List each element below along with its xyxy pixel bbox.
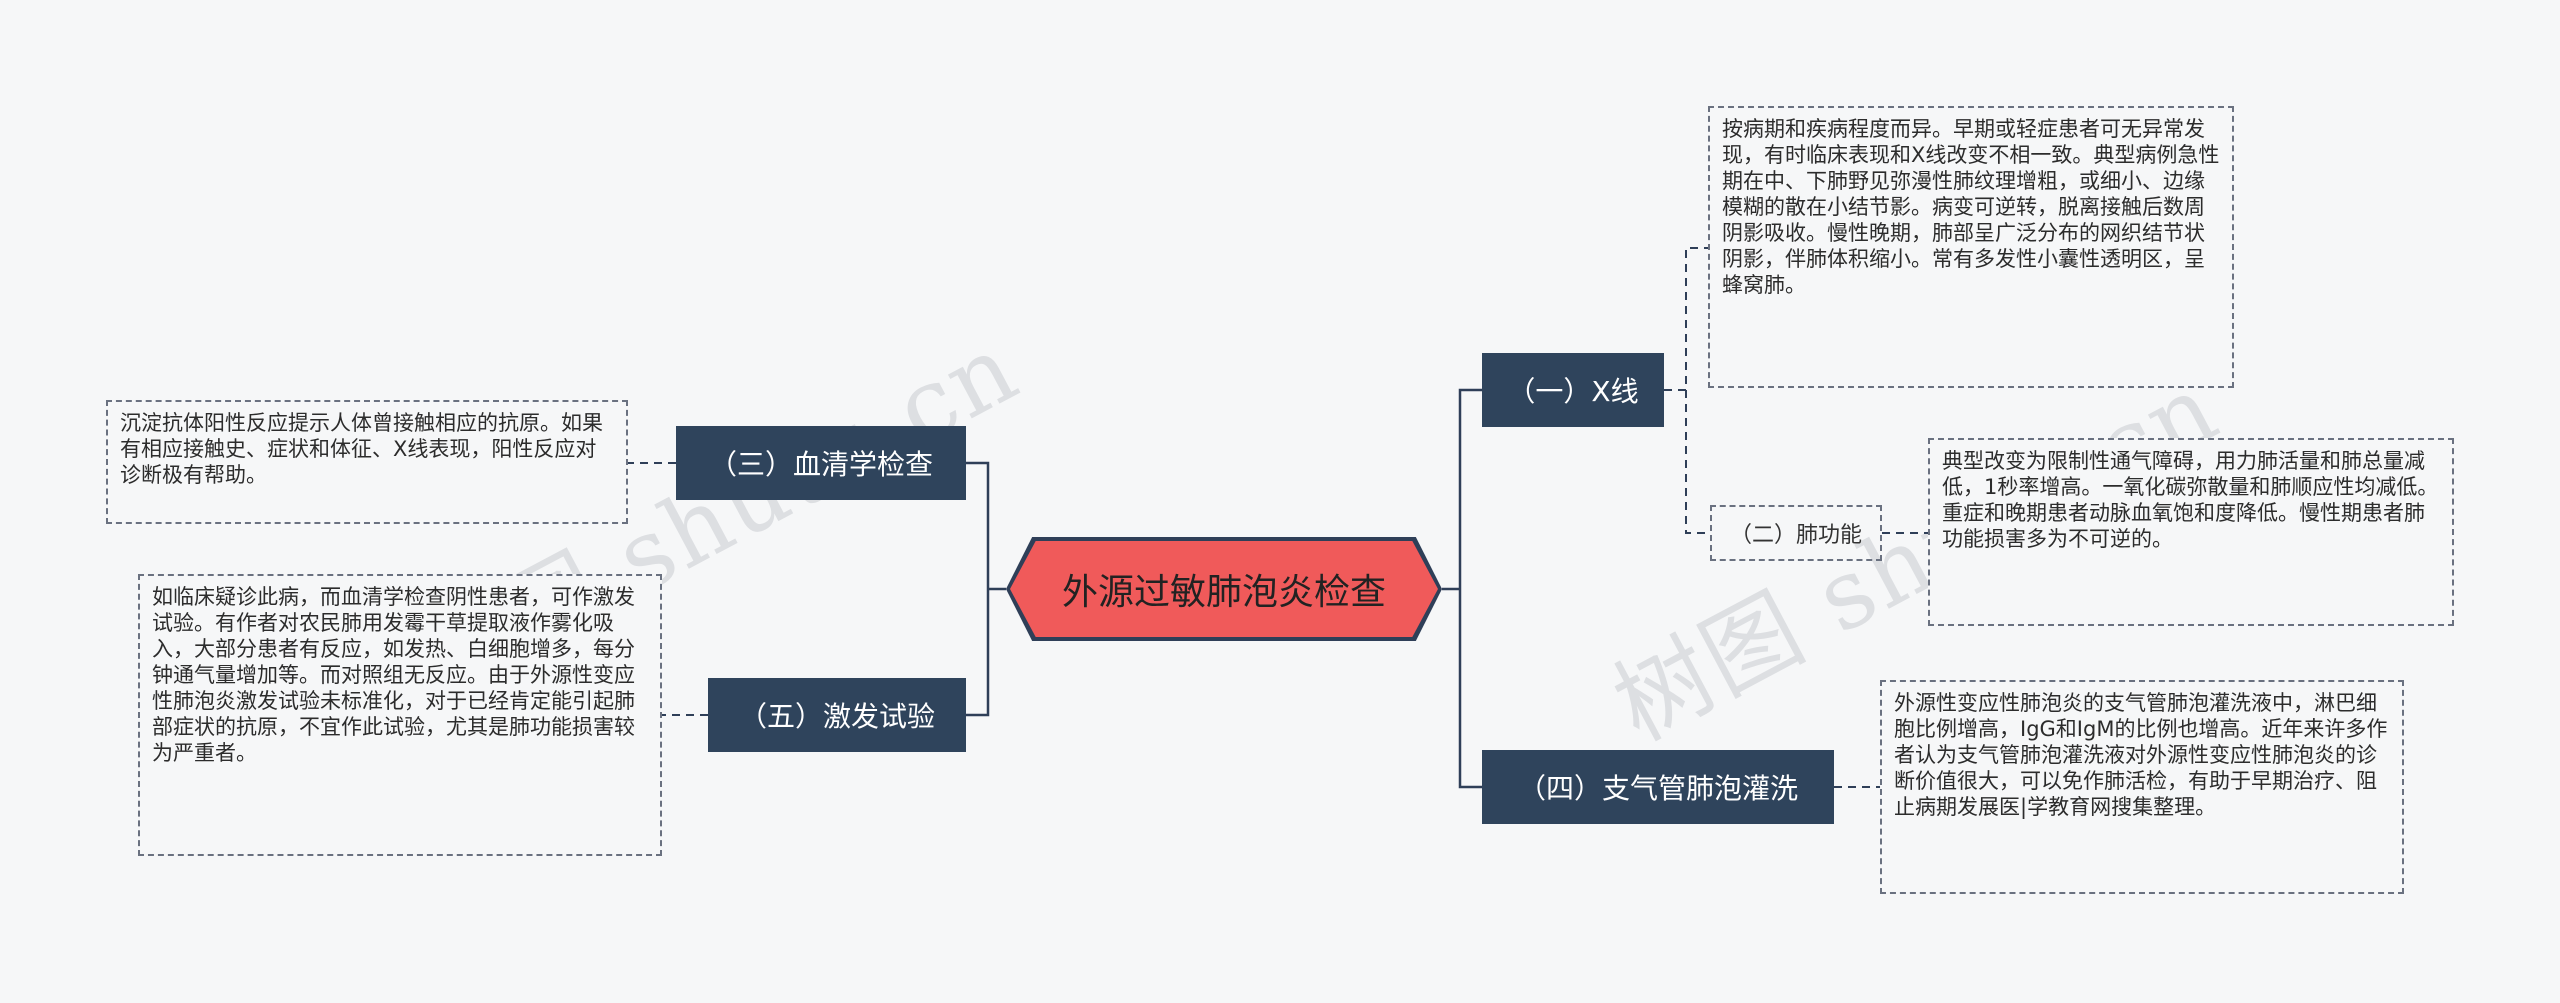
note-xray: 按病期和疾病程度而异。早期或轻症患者可无异常发现，有时临床表现和X线改变不相一致… (1708, 106, 2234, 388)
note-provocation: 如临床疑诊此病，而血清学检查阴性患者，可作激发试验。有作者对农民肺用发霉干草提取… (138, 574, 662, 856)
link-root-provocation (966, 589, 990, 717)
link-root-serum (966, 461, 1006, 591)
root-node-label: 外源过敏肺泡炎检查 (1061, 572, 1386, 613)
branch-lung-function[interactable]: （二）肺功能 (1710, 505, 1882, 561)
branch-xray-label: （一）X线 (1507, 375, 1639, 408)
branch-lavage[interactable]: （四）支气管肺泡灌洗 (1482, 750, 1834, 824)
link-xray-lungfunction (1685, 390, 1710, 534)
note-lavage: 外源性变应性肺泡炎的支气管肺泡灌洗液中，淋巴细胞比例增高，IgG和IgM的比例也… (1880, 680, 2404, 894)
branch-lung-function-label: （二）肺功能 (1729, 523, 1862, 548)
root-node[interactable]: 外源过敏肺泡炎检查 (1010, 541, 1438, 637)
branch-provocation[interactable]: （五）激发试验 (708, 678, 966, 752)
link-root-lavage (1458, 589, 1482, 789)
link-xray-note (1664, 247, 1708, 391)
branch-serum[interactable]: （三）血清学检查 (676, 426, 966, 500)
branch-provocation-label: （五）激发试验 (738, 700, 935, 733)
note-serum: 沉淀抗体阳性反应提示人体曾接触相应的抗原。如果有相应接触史、症状和体征、X线表现… (106, 400, 628, 524)
branch-xray[interactable]: （一）X线 (1482, 353, 1664, 427)
branch-lavage-label: （四）支气管肺泡灌洗 (1517, 772, 1798, 805)
note-lung-function: 典型改变为限制性通气障碍，用力肺活量和肺总量减低，1秒率增高。一氧化碳弥散量和肺… (1928, 438, 2454, 626)
branch-serum-label: （三）血清学检查 (708, 448, 933, 481)
link-root-xray (1442, 388, 1482, 591)
